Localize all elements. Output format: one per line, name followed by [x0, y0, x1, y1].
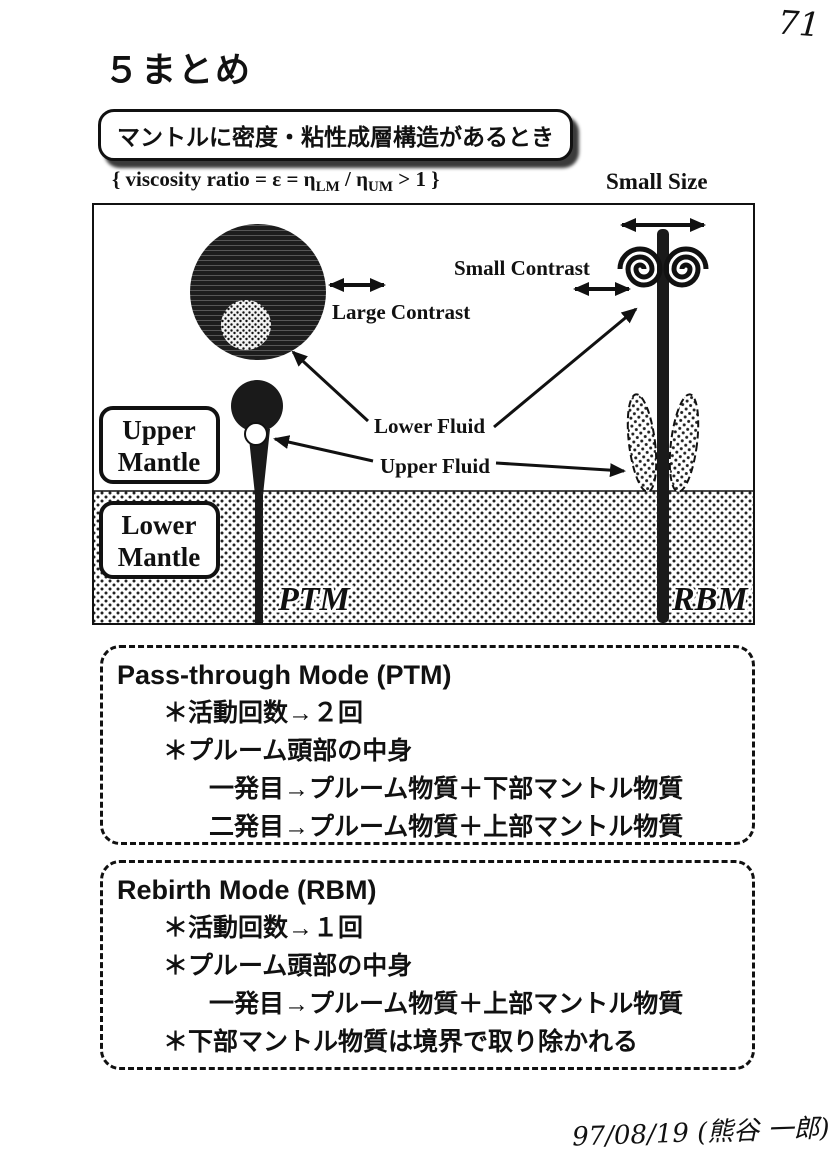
ptm-upper-fluid-pocket: [244, 422, 268, 446]
arrow-upper-fluid-to-pocket: [273, 435, 374, 463]
ptm-label: PTM: [277, 581, 352, 618]
upper-fluid-label: Upper Fluid: [380, 454, 490, 478]
lower-fluid-label: Lower Fluid: [374, 414, 485, 438]
arrow-fluid-to-rbm-teardrop: [495, 461, 626, 478]
ptm-second-plume-head: [231, 380, 283, 432]
ptm-line-1: ＊活動回数→２回: [163, 699, 364, 727]
rbm-spiral-left: [617, 246, 663, 288]
handwritten-credit: 97/08/19 (熊谷 一郎): [571, 1113, 828, 1153]
ptm-line-3: 一発目→プルーム物質＋下部マントル物質: [209, 775, 684, 803]
rbm-spiral-right: [663, 246, 709, 288]
rbm-teardrop-left: [626, 393, 658, 493]
formula-subscript-um: UM: [368, 179, 394, 196]
small-contrast-label: Small Contrast: [454, 256, 590, 280]
rbm-line-3: 一発目→プルーム物質＋上部マントル物質: [209, 990, 684, 1018]
arrow-lower-fluid-to-blob: [291, 350, 370, 423]
slide-title: ５まとめ: [104, 51, 253, 90]
rbm-line-4: ＊下部マントル物質は境界で取り除かれる: [163, 1028, 639, 1056]
condition-banner: マントルに密度・粘性成層構造があるとき: [98, 109, 573, 161]
upper-mantle-label-line2: Mantle: [118, 447, 200, 477]
small-size-label: Small Size: [606, 169, 708, 194]
upper-mantle-label-line1: Upper: [122, 415, 196, 445]
rbm-label: RBM: [671, 581, 749, 618]
ptm-plume-tail: [248, 429, 270, 623]
large-contrast-label: Large Contrast: [332, 300, 470, 324]
arrow-fluid-to-rbm-head: [493, 307, 638, 429]
lower-mantle-label-line2: Mantle: [118, 542, 200, 572]
ptm-title: Pass-through Mode (PTM): [117, 660, 452, 690]
formula-part-3: > 1 }: [393, 167, 440, 191]
rbm-line-1: ＊活動回数→１回: [163, 914, 364, 942]
rbm-teardrop-right: [668, 393, 700, 493]
viscosity-formula: { viscosity ratio = ε = ηLM / ηUM > 1 }: [112, 167, 440, 196]
formula-part-2: / η: [339, 167, 369, 191]
rbm-line-2: ＊プルーム頭部の中身: [163, 952, 413, 980]
page-number: 71: [776, 2, 822, 45]
ptm-line-2: ＊プルーム頭部の中身: [163, 737, 413, 765]
lower-mantle-label-box: Lower Mantle: [99, 501, 220, 579]
ptm-line-4: 二発目→プルーム物質＋上部マントル物質: [209, 813, 684, 841]
rbm-title: Rebirth Mode (RBM): [117, 875, 377, 905]
rbm-plume-column: [657, 229, 669, 623]
formula-subscript-lm: LM: [315, 179, 340, 196]
formula-part-1: { viscosity ratio = ε = η: [112, 167, 316, 191]
plume-diagram: Large Contrast Small Contrast Lower Flui…: [92, 203, 755, 625]
ptm-entrained-blob: [221, 300, 271, 350]
ptm-summary-box: Pass-through Mode (PTM) ＊活動回数→２回 ＊プルーム頭部…: [100, 645, 755, 845]
rbm-summary-box: Rebirth Mode (RBM) ＊活動回数→１回 ＊プルーム頭部の中身 一…: [100, 860, 755, 1070]
lower-mantle-label-line1: Lower: [122, 510, 197, 540]
upper-mantle-label-box: Upper Mantle: [99, 406, 220, 484]
